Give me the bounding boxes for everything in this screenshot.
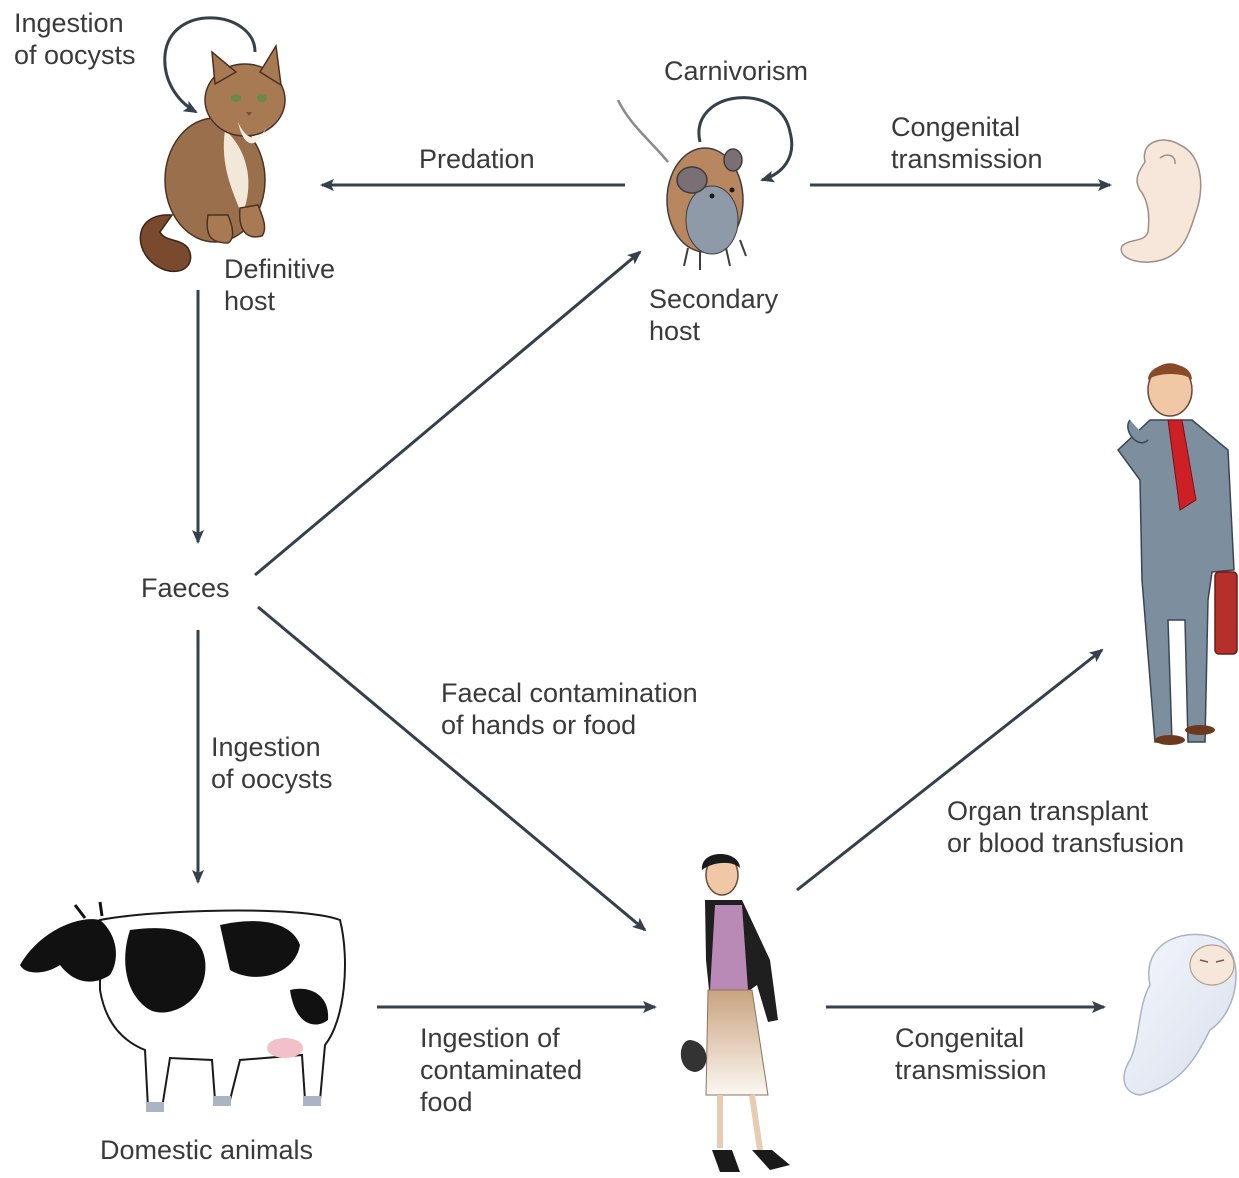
label-ingestion-oocysts-top: Ingestion of oocysts — [14, 8, 136, 70]
label-congenital-bottom: Congenital transmission — [895, 1023, 1047, 1085]
woman-icon — [680, 854, 790, 1172]
swaddled-baby-icon — [1123, 933, 1237, 1096]
cat-icon — [139, 43, 286, 273]
arrow-mouse-self-loop — [697, 96, 794, 183]
label-carnivorism: Carnivorism — [664, 56, 809, 86]
label-ingestion-food: Ingestion of contaminated food — [420, 1023, 583, 1117]
label-ingestion-oocysts-mid: Ingestion of oocysts — [211, 732, 333, 794]
label-faecal-contamination: Faecal contamination of hands or food — [441, 678, 698, 740]
label-organ-transplant: Organ transplant or blood transfusion — [947, 796, 1185, 858]
fetus-icon — [1120, 139, 1202, 263]
arrow-faecal-contamination — [257, 605, 647, 932]
arrows — [163, 16, 1112, 1013]
arrow-cat-self-loop — [163, 16, 257, 114]
label-definitive-host: Definitive host — [224, 254, 336, 316]
label-congenital-top: Congenital transmission — [891, 112, 1043, 174]
cow-icon — [20, 901, 346, 1112]
label-secondary-host: Secondary host — [649, 284, 779, 346]
arrow-faeces-to-secondary — [254, 250, 642, 577]
mouse-icon — [616, 99, 747, 270]
label-domestic-animals: Domestic animals — [100, 1135, 314, 1165]
label-faeces: Faeces — [141, 573, 230, 603]
arrow-organ-transplant — [796, 648, 1104, 892]
label-predation: Predation — [419, 144, 535, 174]
businessman-icon — [1117, 363, 1238, 745]
